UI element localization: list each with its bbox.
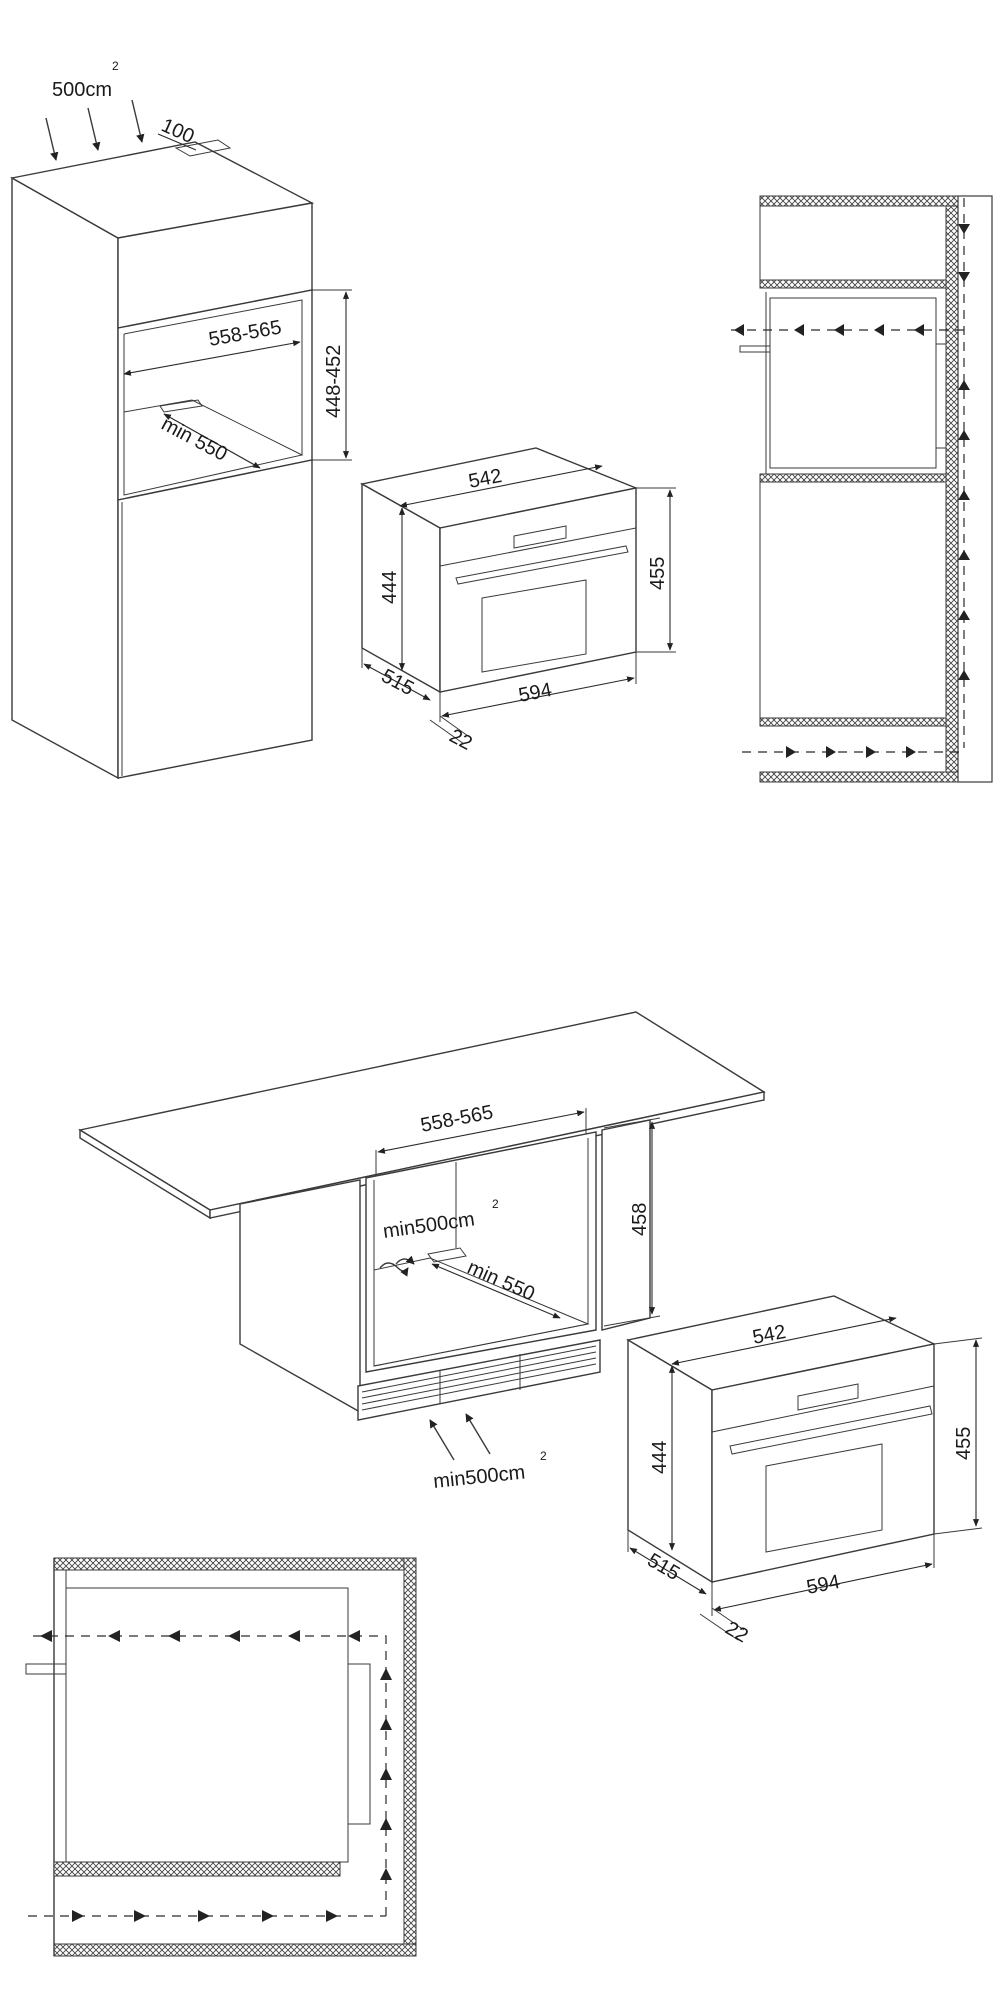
niche-depth-dimension (163, 413, 261, 469)
oven-window (765, 1443, 883, 1553)
oven-depth-dimension (363, 663, 431, 701)
undercounter-cabinet-drawing: 558-565 458 min500cm 2 min 550 min500cm … (78, 1011, 766, 1493)
tall-cabinet-drawing: 500cm 2 100 558-565 448-452 min 550 (10, 59, 352, 780)
oven-display (513, 525, 567, 549)
niche-floor (123, 399, 304, 496)
plinth-air-arrow (429, 1419, 455, 1461)
air-inlet-arrow (87, 107, 101, 151)
cabinet-lower-door (117, 459, 313, 779)
oven-front-width-label: 594 (517, 679, 554, 707)
undercounter-niche-width-dimension (377, 1110, 585, 1154)
cabinet-side-face (11, 176, 119, 780)
oven-body-height-label: 444 (649, 1441, 671, 1474)
oven-front-width-label: 594 (805, 1571, 842, 1599)
oven-width-dimension (399, 464, 603, 508)
plinth-vent-area-label: min500cm (432, 1461, 526, 1493)
inner-air-arrow (379, 1262, 409, 1277)
oven-width-dimension (671, 1316, 897, 1366)
top-vent-slot (174, 139, 232, 157)
oven-front-thickness-label: 22 (722, 1617, 752, 1647)
oven-front-width-dimension (713, 1562, 933, 1612)
vent-area-label: 500cm (52, 79, 112, 101)
oven-drawing-bottom: 542 444 455 515 594 22 (626, 1295, 983, 1647)
cabinet-left-side (239, 1179, 361, 1414)
airflow-path (28, 1635, 387, 1916)
oven-front-height-label: 455 (953, 1427, 975, 1460)
air-inlet-arrow (131, 99, 145, 143)
oven-handle (455, 545, 629, 585)
airflow-section-top (728, 195, 993, 783)
airflow-direction-markers (40, 1630, 392, 1922)
oven-front-width-dimension (441, 676, 635, 718)
oven-drawing-top: 542 444 455 515 594 22 (360, 447, 676, 755)
airflow-section-bottom (25, 1557, 417, 1957)
vent-area-superscript: 2 (112, 59, 119, 73)
plinth-vent (357, 1339, 601, 1421)
undercounter-niche-depth-dimension (431, 1263, 561, 1319)
plinth-vent-area-superscript: 2 (540, 1449, 547, 1463)
oven-window (481, 579, 587, 673)
oven-handle (729, 1405, 933, 1455)
airflow-direction-markers (734, 224, 970, 758)
niche-height-label: 448-452 (323, 345, 345, 418)
oven-depth-dimension (629, 1547, 707, 1595)
inner-vent-area-superscript: 2 (492, 1197, 499, 1211)
oven-body-height-label: 444 (379, 571, 401, 604)
undercounter-niche-height-label: 458 (629, 1203, 651, 1236)
oven-front-height-label: 455 (647, 557, 669, 590)
plinth-air-arrow (465, 1413, 491, 1455)
niche-width-dimension (123, 340, 301, 376)
oven-front-thickness-label: 22 (446, 725, 476, 755)
air-inlet-arrow (45, 117, 59, 161)
inner-air-arrow (395, 1255, 415, 1265)
oven-display (797, 1383, 859, 1411)
